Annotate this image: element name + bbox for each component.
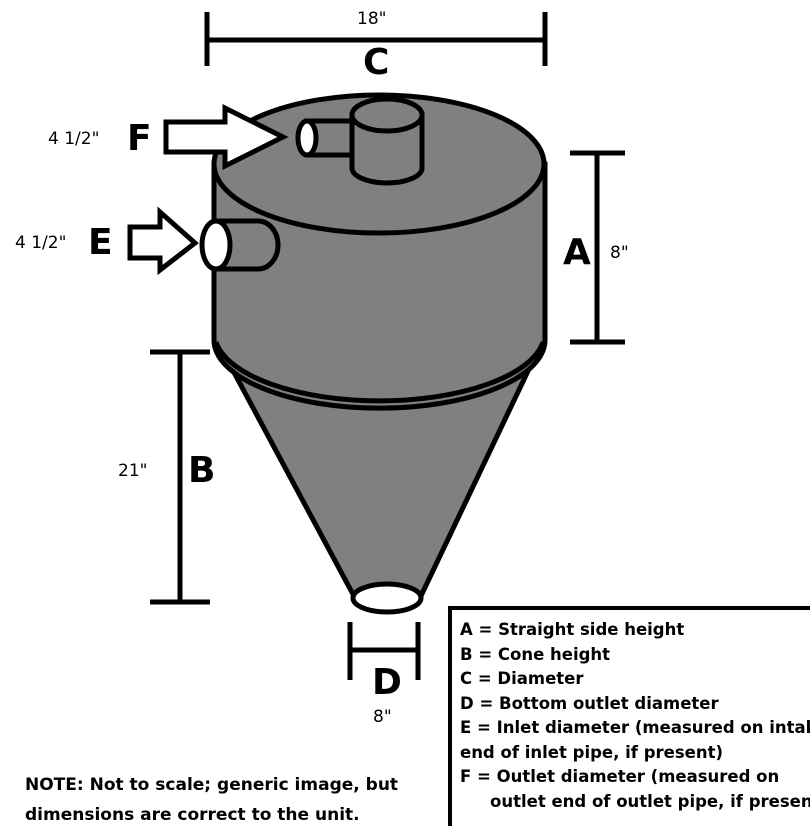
- dimension-A-letter: A: [563, 232, 591, 273]
- legend-item: outlet end of outlet pipe, if present): [490, 791, 810, 811]
- outlet-pipe-top: [349, 96, 425, 134]
- inlet-opening: [199, 218, 233, 272]
- dimension-C-letter: C: [363, 42, 390, 83]
- note-line: dimensions are correct to the unit.: [25, 805, 360, 825]
- legend-item: C = Diameter: [460, 669, 584, 688]
- dimension-B-value: 21": [118, 461, 148, 481]
- note-text: NOTE: Not to scale; generic image, but d…: [25, 770, 398, 830]
- outlet-opening: [295, 118, 319, 158]
- legend-item: A = Straight side height: [460, 620, 685, 639]
- dimension-D-letter: D: [372, 662, 402, 703]
- arrow-E-icon: [127, 206, 199, 276]
- legend-item: F = Outlet diameter (measured on: [460, 767, 780, 786]
- legend-item: D = Bottom outlet diameter: [460, 693, 719, 713]
- legend-item: end of inlet pipe, if present): [460, 742, 724, 762]
- dimension-E-value: 4 1/2": [15, 233, 67, 253]
- legend-box: A = Straight side height B = Cone height…: [448, 606, 810, 826]
- inlet-pipe: [213, 218, 281, 272]
- dimension-B: [150, 349, 210, 605]
- dimension-C-value: 18": [357, 9, 387, 29]
- dimension-E-letter: E: [88, 222, 113, 263]
- legend-item: E = Inlet diameter (measured on intake: [460, 718, 810, 737]
- note-line: NOTE: Not to scale; generic image, but: [25, 775, 399, 795]
- dimension-A-value: 8": [610, 243, 629, 263]
- dimension-A: [570, 150, 625, 345]
- legend-item: B = Cone height: [460, 644, 611, 664]
- dimension-C: [204, 12, 548, 66]
- dimension-D-value: 8": [373, 707, 392, 727]
- dimension-D: [347, 622, 421, 680]
- dimension-F-letter: F: [127, 118, 152, 159]
- dimension-B-letter: B: [188, 450, 216, 491]
- bottom-outlet-opening: [350, 581, 424, 615]
- outlet-pipe-cylinder: [349, 112, 425, 186]
- arrow-F-icon: [163, 103, 289, 171]
- dimension-F-value: 4 1/2": [48, 129, 100, 149]
